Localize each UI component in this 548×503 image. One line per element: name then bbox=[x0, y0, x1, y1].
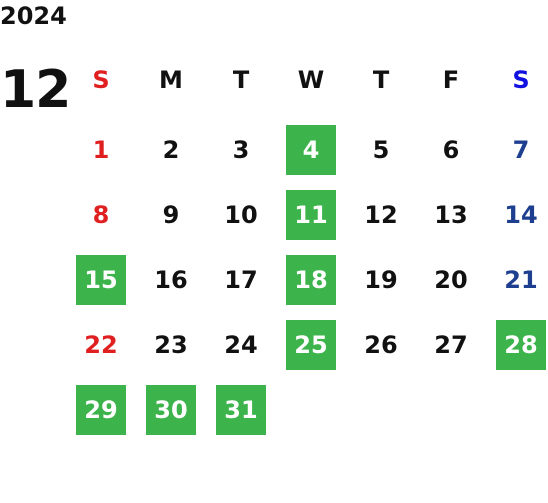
weekday-thursday: T bbox=[372, 66, 390, 94]
month-number: 12 bbox=[0, 60, 71, 120]
day-cell[interactable]: 26 bbox=[364, 331, 398, 359]
day-cell[interactable]: 16 bbox=[154, 266, 188, 294]
day-cell[interactable]: 20 bbox=[434, 266, 468, 294]
weekday-wednesday: W bbox=[297, 66, 325, 94]
day-cell[interactable]: 12 bbox=[364, 201, 398, 229]
weekday-tuesday: T bbox=[232, 66, 250, 94]
day-cell[interactable]: 13 bbox=[434, 201, 468, 229]
day-cell[interactable]: 23 bbox=[154, 331, 188, 359]
day-cell-highlighted[interactable]: 30 bbox=[146, 385, 196, 435]
day-cell-highlighted[interactable]: 25 bbox=[286, 320, 336, 370]
day-cell-highlighted[interactable]: 29 bbox=[76, 385, 126, 435]
weekday-saturday: S bbox=[512, 66, 530, 94]
day-cell[interactable]: 8 bbox=[92, 201, 110, 229]
day-cell-highlighted[interactable]: 15 bbox=[76, 255, 126, 305]
weekday-sunday: S bbox=[92, 66, 110, 94]
day-cell-highlighted[interactable]: 11 bbox=[286, 190, 336, 240]
day-cell[interactable]: 6 bbox=[442, 136, 460, 164]
year-label: 2024 bbox=[0, 2, 67, 30]
day-cell[interactable]: 9 bbox=[162, 201, 180, 229]
day-cell-highlighted[interactable]: 18 bbox=[286, 255, 336, 305]
day-cell[interactable]: 17 bbox=[224, 266, 258, 294]
day-cell[interactable]: 19 bbox=[364, 266, 398, 294]
day-cell-highlighted[interactable]: 28 bbox=[496, 320, 546, 370]
day-cell[interactable]: 10 bbox=[224, 201, 258, 229]
day-cell[interactable]: 1 bbox=[92, 136, 110, 164]
day-cell-highlighted[interactable]: 4 bbox=[286, 125, 336, 175]
weekday-monday: M bbox=[159, 66, 183, 94]
day-cell[interactable]: 14 bbox=[504, 201, 538, 229]
day-cell[interactable]: 21 bbox=[504, 266, 538, 294]
weekday-friday: F bbox=[442, 66, 460, 94]
day-cell-highlighted[interactable]: 31 bbox=[216, 385, 266, 435]
day-cell[interactable]: 27 bbox=[434, 331, 468, 359]
day-cell[interactable]: 5 bbox=[372, 136, 390, 164]
day-cell[interactable]: 24 bbox=[224, 331, 258, 359]
day-cell[interactable]: 3 bbox=[232, 136, 250, 164]
day-cell[interactable]: 2 bbox=[162, 136, 180, 164]
day-cell[interactable]: 22 bbox=[84, 331, 118, 359]
day-cell[interactable]: 7 bbox=[512, 136, 530, 164]
